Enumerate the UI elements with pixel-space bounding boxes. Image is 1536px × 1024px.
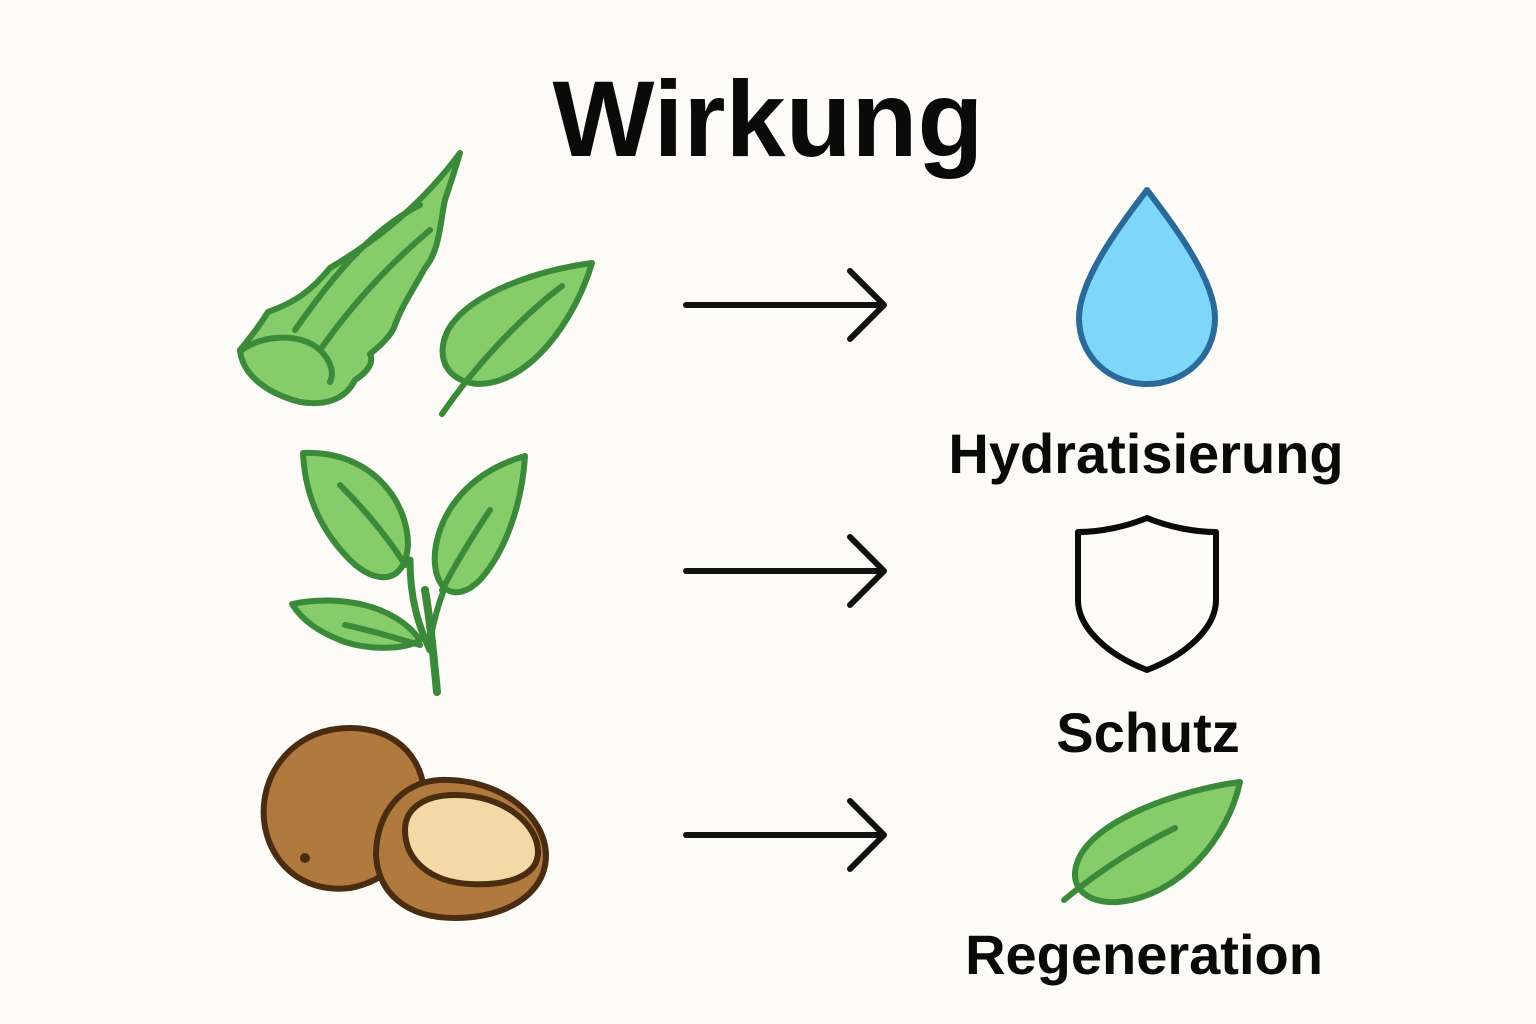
shield-icon bbox=[1075, 515, 1219, 673]
leaf-icon bbox=[1061, 779, 1243, 906]
nuts-icon bbox=[260, 725, 549, 921]
arrow-2-icon bbox=[683, 534, 887, 608]
diagram-title: Wirkung bbox=[553, 58, 984, 179]
effect-label-regeneration: Regeneration bbox=[965, 923, 1323, 986]
effect-label-schutz: Schutz bbox=[1056, 701, 1240, 764]
aloe-vera-and-leaf-icon bbox=[237, 150, 595, 417]
water-drop-icon bbox=[1076, 187, 1218, 387]
effect-label-hydratisierung: Hydratisierung bbox=[948, 422, 1343, 485]
arrow-3-icon bbox=[683, 798, 887, 872]
green-tea-sprig-icon bbox=[289, 449, 528, 696]
arrow-1-icon bbox=[683, 268, 887, 342]
